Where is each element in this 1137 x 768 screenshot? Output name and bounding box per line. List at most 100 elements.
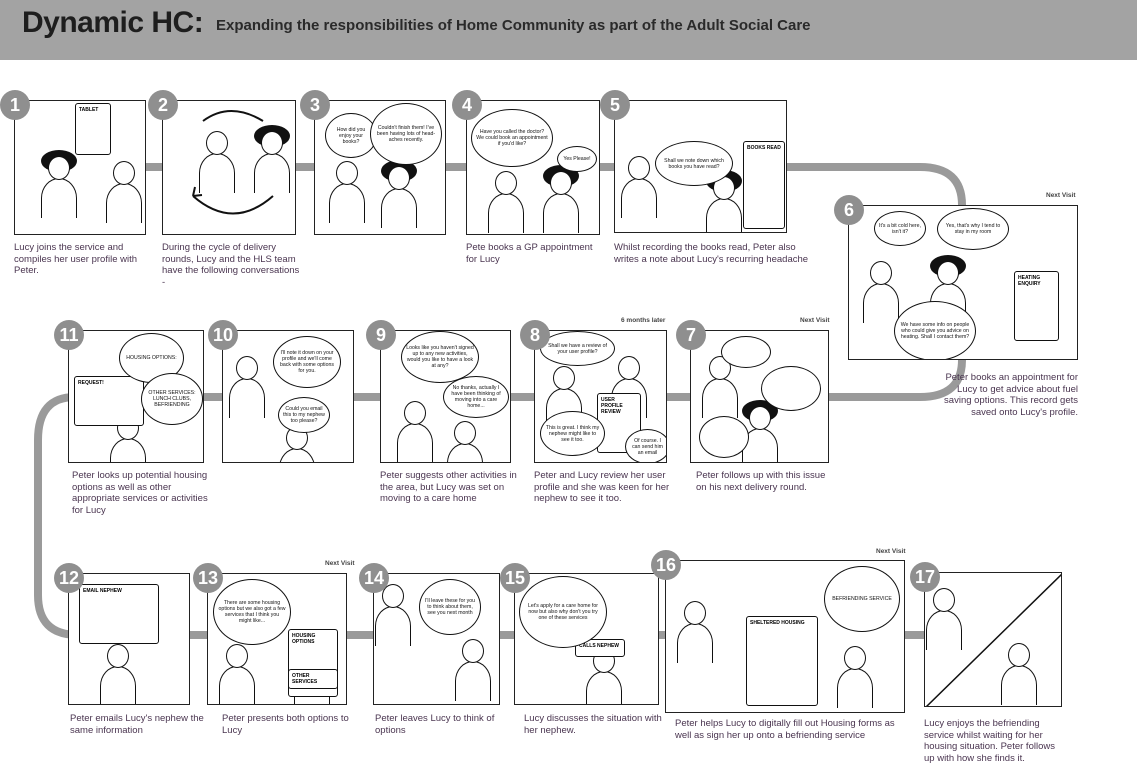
story-panel: I'll leave these for you to think about … [373,573,500,705]
panel-number-badge: 2 [148,90,178,120]
figure-body [621,178,657,218]
figure-body [863,283,899,323]
figure-head [206,131,228,155]
figure-head [749,406,771,430]
figure-head [388,166,410,190]
figure-body [397,423,433,462]
figure-head [495,171,517,195]
story-panel: Looks like you haven't signed up to any … [380,330,511,463]
visit-tag: Next Visit [876,548,906,555]
panel-number-badge: 10 [208,320,238,350]
speech-bubble: OTHER SERVICES: LUNCH CLUBS, BEFRIENDING [141,373,203,425]
visit-tag: Next Visit [800,317,830,324]
speech-bubble: This is great. I think my nephew might l… [540,411,605,456]
visit-tag: Next Visit [325,560,355,567]
device-screen: OTHER SERVICES [288,669,338,689]
speech-bubble: Of course. I can send him an email [625,429,666,462]
panel-caption: Peter looks up potential housing options… [72,470,208,516]
panel-caption: Peter and Lucy review her user profile a… [534,470,670,504]
figure-head [1008,643,1030,667]
speech-bubble: We have some info on people who could gi… [894,301,976,359]
speech-bubble: Looks like you haven't signed up to any … [401,331,479,383]
panel-number-badge: 5 [600,90,630,120]
figure-head [684,601,706,625]
panel-caption: Peter leaves Lucy to think of options [375,713,495,736]
panel-caption: Peter presents both options to Lucy [222,713,349,736]
figure-body [100,666,136,704]
panel-caption: Pete books a GP appointment for Lucy [466,242,593,265]
figure-body [1001,665,1037,705]
speech-bubble: No thanks, actually I have been thinking… [443,376,509,418]
speech-bubble: BEFRIENDING SERVICE [824,566,900,632]
panel-number-badge: 12 [54,563,84,593]
speech-bubble: Yes Please! [557,146,597,172]
figure-head [454,421,476,445]
story-panel: TABLET [14,100,146,235]
panel-number-badge: 11 [54,320,84,350]
device-screen: EMAIL NEPHEW [79,584,159,644]
panel-number-badge: 1 [0,90,30,120]
speech-bubble: Yes, that's why I tend to stay in my roo… [937,208,1009,250]
device-screen: SHELTERED HOUSING [746,616,818,706]
figure-body [447,443,483,462]
figure-head [933,588,955,612]
figure-body [375,606,411,646]
speech-bubble: Let's apply for a care home for now but … [519,576,607,648]
device-screen: TABLET [75,103,111,155]
figure-head [107,644,129,668]
speech-bubble: I'll leave these for you to think about … [419,579,481,635]
speech-bubble: Couldn't finish them! I've been having l… [370,103,442,165]
figure-body [586,671,622,704]
figure-head [937,261,959,285]
story-panel: Have you called the doctor? We could boo… [466,100,600,235]
figure-head [336,161,358,185]
speech-bubble: There are some housing options but we al… [213,579,291,645]
speech-bubble: I'll note it down on your profile and we… [273,336,341,388]
figure-head [618,356,640,380]
panel-number-badge: 17 [910,562,940,592]
cycle-arrows-icon [192,110,274,215]
speech-bubble [699,416,749,458]
panel-caption: Whilst recording the books read, Peter a… [614,242,809,265]
panel-caption: Peter emails Lucy's nephew the same info… [70,713,204,736]
figure-body [706,198,742,232]
panel-number-badge: 9 [366,320,396,350]
figure-head [553,366,575,390]
figure-body [110,438,146,462]
figure-head [628,156,650,180]
figure-body [543,193,579,233]
panel-caption: Peter books an appointment for Lucy to g… [944,372,1078,418]
speech-bubble: How did you enjoy your books? [325,113,377,158]
panel-caption: Lucy discusses the situation with her ne… [524,713,662,736]
panel-caption: During the cycle of delivery rounds, Luc… [162,242,300,288]
figure-body [229,378,265,418]
header-bar: Dynamic HC: Expanding the responsibiliti… [0,0,1137,60]
figure-body [926,610,962,650]
visit-tag: Next Visit [1046,192,1076,199]
panel-caption: Peter follows up with this issue on his … [696,470,826,493]
figure-head [226,644,248,668]
figure-body [279,448,315,462]
figure-body [381,188,417,228]
figure-head [48,156,70,180]
figure-head [236,356,258,380]
speech-bubble: Shall we note down which books you have … [655,141,733,186]
figure-head [462,639,484,663]
divider-line [925,573,1061,706]
figure-body [677,623,713,663]
panel-number-badge: 6 [834,195,864,225]
device-screen: BOOKS READ [743,141,785,229]
page-title: Dynamic HC: [22,6,204,39]
panel-number-badge: 4 [452,90,482,120]
figure-head [113,161,135,185]
figure-body [455,661,491,701]
figure-body [41,178,77,218]
story-panel: I'll note it down on your profile and we… [222,330,354,463]
figure-body [837,668,873,708]
